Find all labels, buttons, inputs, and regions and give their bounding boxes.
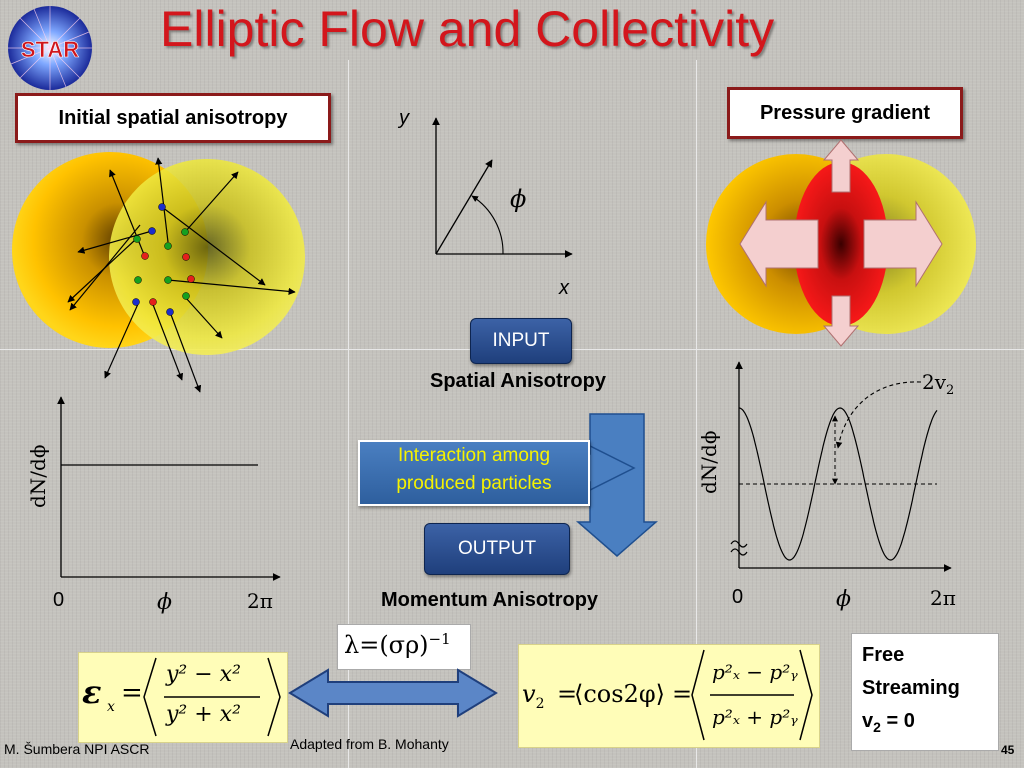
v2-lhs-text: v — [522, 680, 536, 708]
left-plot-x2pi: 2π — [247, 589, 273, 613]
nuclei-collision-diagram — [12, 152, 305, 393]
interaction-line-2: produced particles — [396, 473, 552, 494]
eps-numerator: y² − x² — [166, 662, 241, 687]
grid-line — [696, 60, 697, 768]
star-logo: STAR — [8, 6, 92, 90]
fs-sub: 2 — [873, 719, 881, 735]
right-plot — [730, 361, 952, 572]
free-streaming-box — [851, 633, 999, 751]
v2-numerator: p²ₓ − p²ᵧ — [712, 660, 798, 684]
momentum-anisotropy-text: Momentum Anisotropy — [381, 589, 599, 611]
v2-mid: ⟨cos2φ⟩ — [574, 680, 666, 708]
interaction-line-1: Interaction among — [397, 445, 551, 466]
pressure-gradient-diagram — [706, 139, 976, 347]
v2-eq1: = — [557, 680, 578, 708]
right-plot-ylabel: dN/dϕ — [697, 430, 721, 494]
free-streaming-line-1: Free — [862, 644, 905, 666]
footer-author: M. Šumbera NPI ASCR — [4, 741, 150, 757]
slide-title: Elliptic Flow and Collectivity — [160, 1, 775, 57]
eps-denominator: y² + x² — [166, 702, 241, 727]
double-arrow — [288, 668, 498, 718]
free-streaming-line-2: Streaming — [862, 677, 960, 699]
output-button[interactable]: OUTPUT — [424, 523, 570, 575]
v2-lhs: v2 — [522, 680, 544, 712]
svg-text:STAR: STAR — [21, 37, 79, 62]
right-plot-annot: 2v2 — [922, 370, 954, 398]
lambda-box — [337, 624, 471, 670]
left-plot-ylabel: dN/dϕ — [26, 444, 50, 508]
lambda-exp: −1 — [428, 630, 451, 648]
annot-text: 2v — [922, 370, 947, 394]
v2-formula-box — [518, 644, 820, 748]
left-plot — [57, 396, 281, 581]
fs-v: v — [862, 710, 874, 732]
grid-line — [348, 60, 349, 768]
free-streaming-line-3: v2 = 0 — [862, 710, 915, 735]
right-plot-xphi: ϕ — [836, 587, 851, 612]
lambda-formula: λ=(σρ)−1 — [344, 630, 451, 659]
v2-denominator: p²ₓ + p²ᵧ — [712, 705, 798, 729]
spatial-anisotropy-text: Spatial Anisotropy — [430, 370, 606, 392]
axis-y-label: y — [399, 107, 409, 129]
interaction-box: Interaction among produced particles — [358, 440, 590, 506]
eps-brackets — [143, 657, 281, 737]
v2-lhs-sub: 2 — [535, 695, 545, 712]
eps-symbol: ε — [82, 673, 102, 711]
lambda-text: λ=(σρ) — [344, 631, 429, 659]
eps-sub: x — [107, 699, 115, 715]
v2-eq2: = — [672, 680, 693, 708]
eps-eq: = — [121, 678, 143, 708]
fs-eq: = 0 — [880, 710, 915, 732]
left-plot-x0: 0 — [53, 589, 65, 611]
xy-axes-diagram — [432, 117, 573, 258]
page-number: 45 — [1001, 743, 1015, 757]
annot-sub: 2 — [946, 383, 955, 398]
pressure-gradient-label: Pressure gradient — [727, 87, 963, 139]
initial-anisotropy-label: Initial spatial anisotropy — [15, 93, 331, 143]
phi-label: ϕ — [510, 185, 527, 213]
axis-x-label: x — [559, 277, 569, 299]
input-button[interactable]: INPUT — [470, 318, 572, 364]
footer-credit: Adapted from B. Mohanty — [290, 736, 449, 752]
left-plot-xphi: ϕ — [157, 590, 172, 615]
right-plot-x2pi: 2π — [930, 586, 956, 610]
right-plot-x0: 0 — [732, 586, 744, 608]
v2-brackets — [691, 649, 813, 741]
